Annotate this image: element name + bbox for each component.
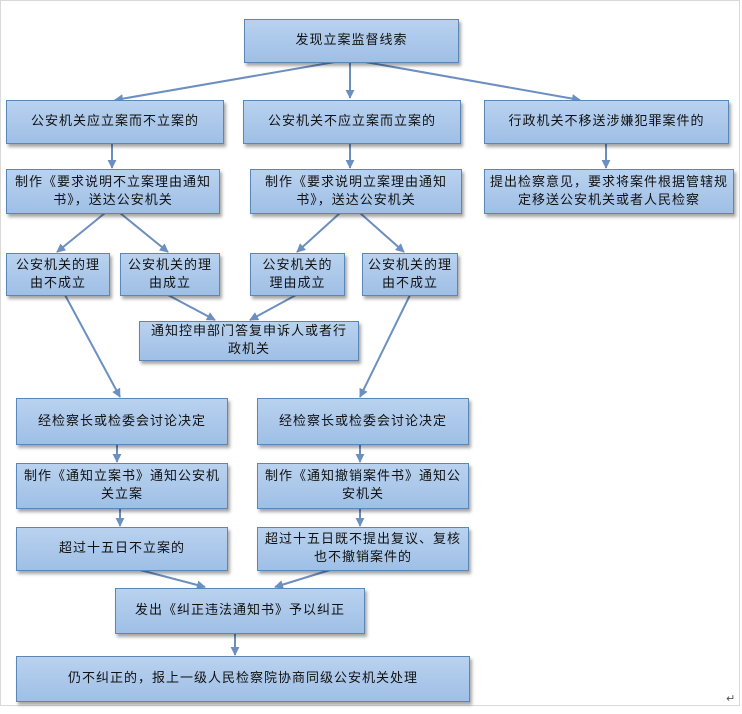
arrow-overdue-left-to-correction (139, 569, 206, 590)
node-notify-complaint-dept: 通知控申部门答复申诉人或者行政机关 (139, 321, 359, 361)
arrow-demand-left-to-valid (119, 212, 169, 253)
node-notice-to-file: 制作《通知立案书》通知公安机关立案 (16, 463, 228, 509)
node-right-reason-valid: 公安机关的理由成立 (250, 253, 345, 296)
node-left-reason-invalid: 公安机关的理由不成立 (6, 253, 110, 296)
node-correction-notice: 发出《纠正违法通知书》予以纠正 (115, 588, 365, 634)
arrow-demand-mid-to-valid (296, 212, 341, 253)
node-right-reason-invalid: 公安机关的理由不成立 (362, 253, 458, 296)
node-discover: 发现立案监督线索 (244, 19, 459, 63)
arrow-valid-left-to-notify (167, 294, 216, 321)
paragraph-mark: ↵ (726, 692, 736, 705)
arrow-invalid-right-to-decision (359, 294, 411, 398)
node-overdue-not-cancelled: 超过十五日既不提出复议、复核也不撤销案件的 (257, 527, 469, 571)
arrow-discover-to-right (364, 61, 581, 104)
arrow-demand-mid-to-invalid (359, 212, 405, 253)
node-overdue-not-filed: 超过十五日不立案的 (16, 527, 228, 571)
node-should-file-but-not: 公安机关应立案而不立案的 (6, 100, 224, 144)
arrow-invalid-left-to-decision (64, 294, 121, 398)
node-admin-not-transfer: 行政机关不移送涉嫌犯罪案件的 (484, 100, 729, 144)
arrow-discover-to-left (114, 61, 336, 104)
node-suggest-transfer: 提出检察意见，要求将案件根据管辖规定移送公安机关或者人民检察 (484, 169, 734, 214)
node-escalate: 仍不纠正的，报上一级人民检察院协商同级公安机关处理 (16, 656, 470, 702)
node-left-decision: 经检察长或检委会讨论决定 (16, 398, 228, 445)
arrow-valid-right-to-notify (249, 294, 297, 321)
node-notice-to-cancel: 制作《通知撤销案件书》通知公安机关 (257, 463, 469, 509)
node-right-decision: 经检察长或检委会讨论决定 (257, 398, 469, 445)
node-should-not-file-but-did: 公安机关不应立案而立案的 (243, 100, 461, 144)
arrow-overdue-right-to-correction (274, 569, 331, 589)
node-demand-explain-filing: 制作《要求说明立案理由通知书》，送达公安机关 (250, 169, 462, 214)
node-demand-explain-not-filing: 制作《要求说明不立案理由通知书》，送达公安机关 (6, 169, 220, 214)
node-left-reason-valid: 公安机关的理由成立 (120, 253, 220, 296)
arrow-demand-left-to-invalid (56, 212, 106, 253)
